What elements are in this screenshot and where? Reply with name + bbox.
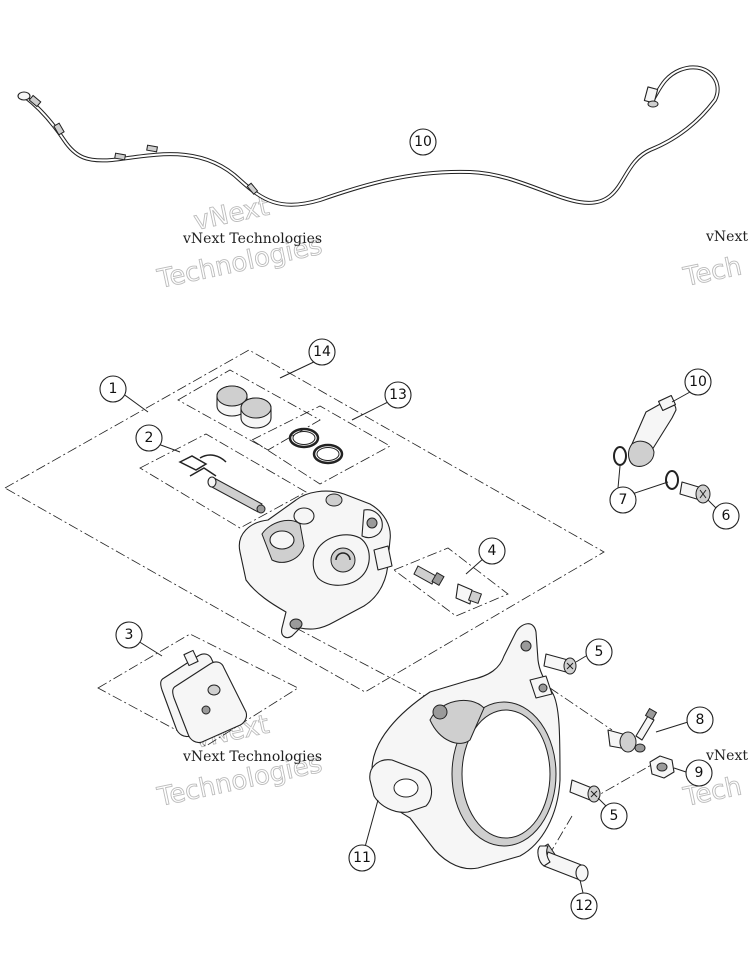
spring-clip — [178, 454, 227, 477]
callout-3-label: 3 — [125, 627, 134, 643]
callout-3: 3 — [115, 621, 163, 657]
callout-8: 8 — [655, 706, 714, 734]
screw-lower — [569, 779, 601, 803]
callout-5-upper: 5 — [575, 638, 613, 666]
seal-kit-box — [251, 405, 391, 485]
speed-sensor — [607, 707, 658, 753]
callout-2: 2 — [135, 424, 181, 453]
callout-11-label: 11 — [353, 850, 371, 866]
watermark-edge-top: vNext Tech — [680, 229, 749, 294]
callout-13-label: 13 — [389, 387, 407, 403]
callout-4-label: 4 — [488, 543, 497, 559]
hex-nut — [649, 755, 675, 779]
sealing-washer-left — [613, 446, 627, 466]
piston-right — [240, 397, 272, 429]
callout-1-label: 1 — [109, 381, 118, 397]
caliper-bore-left — [269, 530, 295, 550]
callout-10-right-label: 10 — [689, 374, 707, 390]
pin-kit-box — [139, 433, 307, 529]
callout-9: 9 — [673, 759, 713, 787]
callout-8-label: 8 — [696, 712, 705, 728]
banjo-bolt — [679, 481, 711, 504]
caliper-bracket — [369, 623, 561, 870]
watermark-edge-top-small: vNext — [705, 229, 748, 245]
bracket-axle-bore — [393, 778, 419, 798]
callout-6: 6 — [707, 499, 740, 530]
callout-9-label: 9 — [695, 765, 704, 781]
caliper-mount-hole — [289, 618, 303, 630]
seal-ring-right — [312, 443, 344, 465]
callout-14-label: 14 — [313, 344, 331, 360]
bleed-kit-box — [393, 547, 509, 617]
screw-upper — [543, 653, 577, 675]
alignment-lines — [295, 627, 661, 851]
callout-6-label: 6 — [722, 508, 731, 524]
bracket-disc-opening — [461, 709, 551, 839]
watermark-top-company: vNext Technologies — [182, 231, 322, 247]
assembly-1-boundary — [4, 349, 605, 693]
hose-fitting-right — [643, 86, 659, 104]
callout-4: 4 — [465, 537, 506, 575]
bleed-screw — [413, 565, 445, 587]
callout-7-label: 7 — [619, 492, 628, 508]
caliper-logo — [330, 547, 356, 573]
bracket-mount-hole-top — [432, 704, 448, 720]
callout-14: 14 — [279, 338, 336, 379]
piston-left — [216, 385, 248, 417]
callout-5-upper-label: 5 — [595, 644, 604, 660]
callout-12: 12 — [570, 879, 598, 920]
brake-pad-front — [172, 649, 248, 744]
callout-10-top-label: 10 — [414, 134, 432, 150]
hose-banjo-left — [17, 91, 31, 101]
callout-5-lower: 5 — [597, 797, 628, 830]
brake-hose — [17, 65, 720, 207]
watermark-bottom-company: vNext Technologies — [182, 749, 322, 765]
callout-13: 13 — [351, 381, 412, 421]
bracket-arm-hole — [520, 640, 532, 652]
sealing-washer-right — [665, 470, 679, 490]
callout-2-label: 2 — [145, 430, 154, 446]
piston-kit-box — [177, 369, 321, 451]
bleed-cap — [455, 583, 483, 605]
seal-ring-left — [288, 427, 320, 449]
watermark-edge-bottom-small: vNext — [705, 748, 748, 764]
callout-1: 1 — [99, 375, 149, 413]
callout-10-top: 10 — [409, 128, 437, 156]
watermark-top: vNext Technologies vNext Technologies — [154, 191, 325, 295]
hose-end-banjo — [628, 394, 677, 467]
axle-bolt — [537, 843, 589, 882]
callout-5-lower-label: 5 — [610, 808, 619, 824]
caliper-bore-top — [293, 507, 315, 525]
callout-10-right: 10 — [671, 368, 712, 403]
callout-12-label: 12 — [575, 898, 593, 914]
pad-kit-box — [97, 633, 299, 747]
callout-11: 11 — [348, 799, 379, 872]
guide-pin — [207, 476, 266, 514]
watermark-edge-top-big: Tech — [680, 251, 744, 293]
callout-7: 7 — [609, 465, 669, 514]
brake-caliper — [238, 490, 393, 639]
